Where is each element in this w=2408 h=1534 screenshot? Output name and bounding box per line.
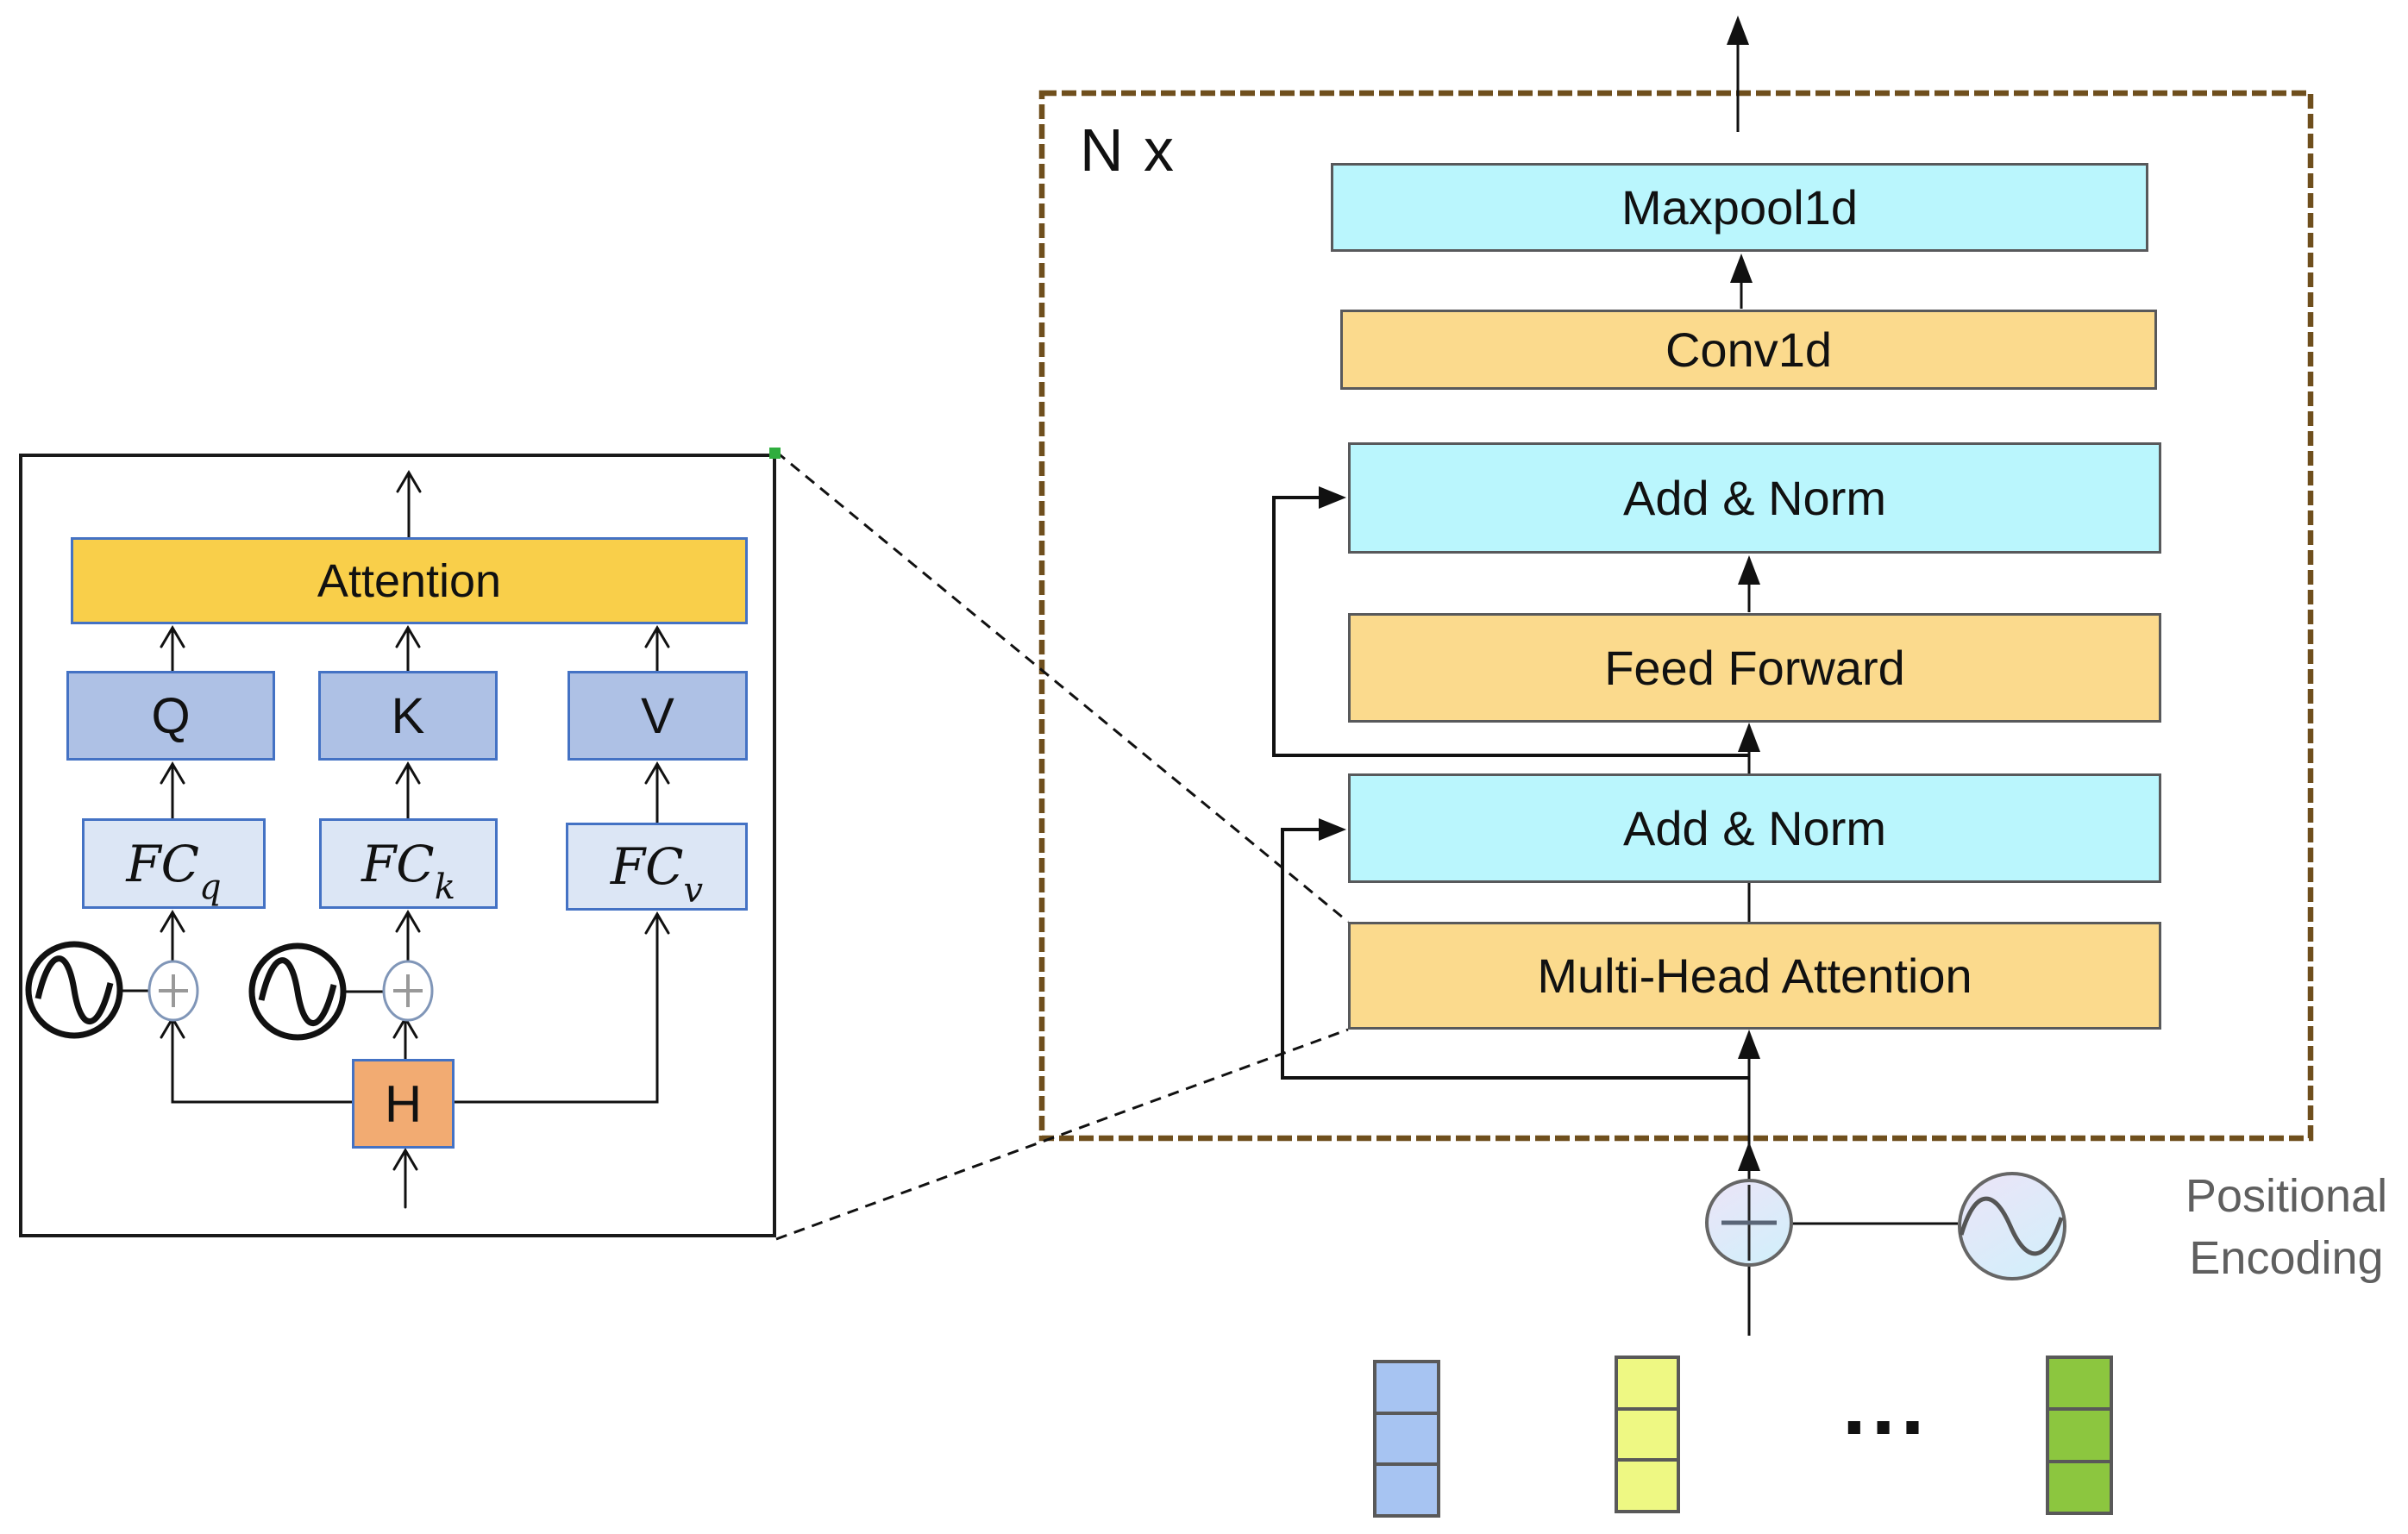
encoder-arrowheads — [1319, 16, 1760, 1171]
fc-v-block: FCv — [566, 823, 748, 911]
ellipsis-label: ... — [1842, 1356, 1930, 1453]
value-block: V — [568, 671, 748, 761]
positional-add-icon — [1705, 1179, 1793, 1267]
fc-k-block: FCk — [319, 818, 498, 909]
conv1d-block: Conv1d — [1340, 310, 2157, 390]
attention-label: Attention — [317, 554, 502, 607]
feed-forward-label: Feed Forward — [1604, 641, 1905, 695]
token-embedding-green — [2046, 1356, 2113, 1515]
conv1d-label: Conv1d — [1665, 322, 1833, 377]
encoder-panel-wiring — [1272, 43, 1958, 1336]
query-block: Q — [66, 671, 275, 761]
feed-forward-block: Feed Forward — [1348, 613, 2161, 723]
key-block: K — [318, 671, 498, 761]
zoom-connector-dashed-lines — [775, 450, 1349, 1241]
multi-head-attention-block: Multi-Head Attention — [1348, 922, 2161, 1030]
repeat-block-dashed-border — [1038, 90, 2314, 1142]
plus-add-icon — [147, 960, 434, 1022]
attention-inset-frame — [19, 454, 776, 1237]
corner-handle-dot — [769, 448, 781, 459]
add-norm-bottom-label: Add & Norm — [1623, 801, 1886, 855]
repeat-count-label: N x — [1080, 116, 1176, 184]
fc-q-block: FCq — [82, 818, 266, 909]
hidden-state-block: H — [352, 1059, 455, 1149]
add-norm-top-block: Add & Norm — [1348, 442, 2161, 554]
multi-head-attention-label: Multi-Head Attention — [1537, 949, 1972, 1003]
query-label: Q — [151, 687, 191, 744]
add-norm-top-label: Add & Norm — [1623, 471, 1886, 525]
inset-panel-wiring — [118, 470, 670, 1209]
sine-wave-icon — [25, 941, 347, 1041]
fc-q-label: FCq — [126, 834, 222, 908]
positional-sine-icon — [1958, 1172, 2066, 1280]
add-norm-bottom-block: Add & Norm — [1348, 773, 2161, 883]
fc-k-label: FCk — [361, 834, 455, 908]
token-embedding-blue — [1373, 1360, 1440, 1518]
hidden-state-label: H — [384, 1074, 423, 1133]
maxpool1d-label: Maxpool1d — [1621, 180, 1858, 235]
maxpool1d-block: Maxpool1d — [1331, 163, 2148, 252]
token-embedding-yellow — [1615, 1356, 1680, 1513]
key-label: K — [391, 687, 425, 744]
attention-block: Attention — [71, 537, 748, 624]
positional-encoding-label: Positional Encoding — [2185, 1170, 2388, 1284]
fc-v-label: FCv — [610, 837, 704, 911]
value-label: V — [641, 687, 674, 744]
